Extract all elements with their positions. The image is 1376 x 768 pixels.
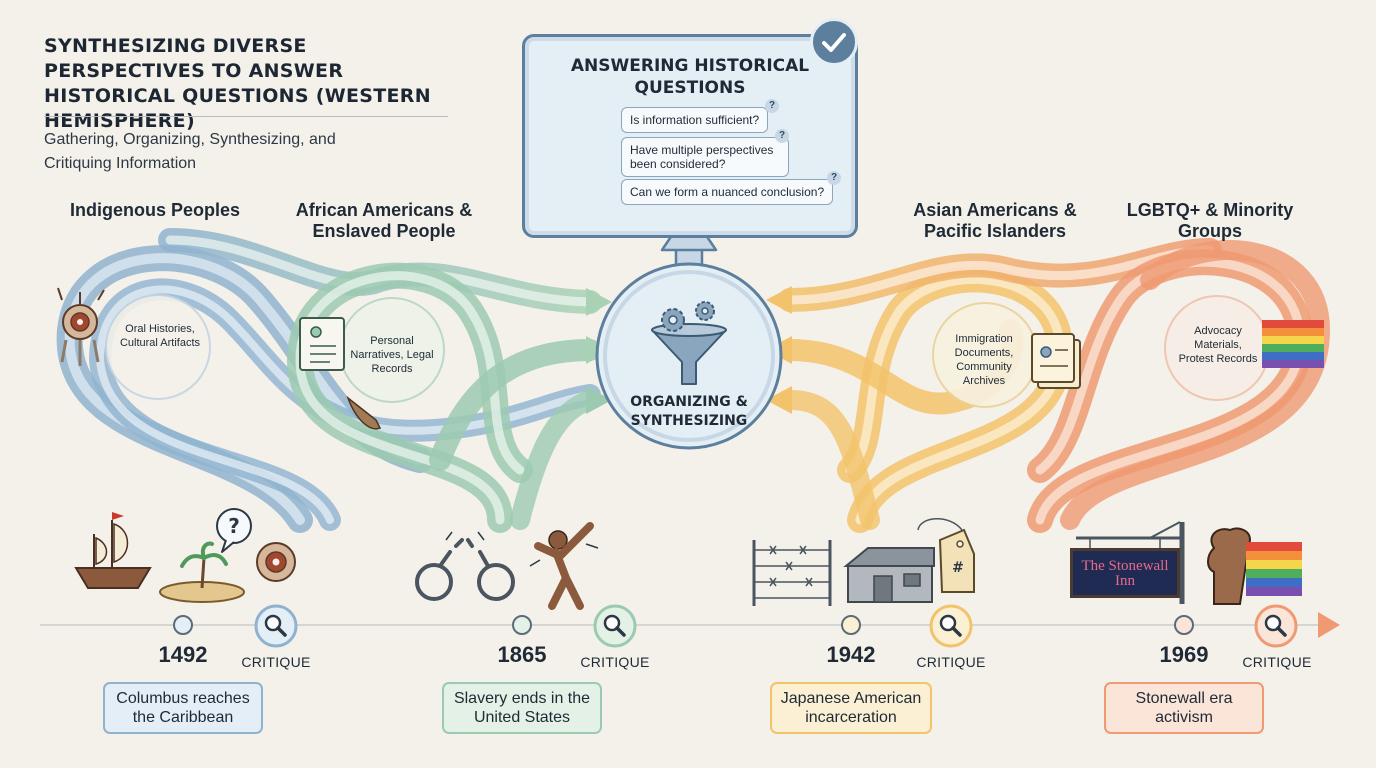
left-flow-ribbons — [56, 228, 602, 533]
rainbow-flag-small-icon — [1262, 320, 1324, 368]
hub-inner-ring — [603, 270, 775, 442]
timeline-dot — [173, 615, 193, 635]
timeline-year: 1969 — [1159, 642, 1209, 667]
timeline-event-card: Stonewall era activism — [1104, 682, 1264, 734]
arrowhead — [586, 288, 612, 316]
question-mark-badge: ? — [775, 129, 789, 143]
svg-text:#: # — [952, 560, 964, 576]
page-title: SYNTHESIZING DIVERSE PERSPECTIVES TO ANS… — [44, 35, 431, 132]
question-item: Can we form a nuanced conclusion? — [621, 179, 834, 205]
timeline-year: 1865 — [497, 642, 547, 667]
source-label-indigenous: Oral Histories, Cultural Artifacts — [119, 323, 201, 349]
barbed-wire-icon — [752, 540, 832, 606]
quill-icon — [346, 395, 382, 430]
group-heading-indigenous: Indigenous Peoples — [69, 200, 241, 220]
timeline-event-card: Japanese American incarceration — [770, 682, 932, 734]
id-tag-icon: # — [917, 518, 975, 593]
magnifier-icon — [1254, 604, 1298, 648]
title-divider — [44, 116, 448, 117]
gears-icon — [661, 301, 715, 332]
arrowhead — [586, 386, 612, 414]
raised-fist-icon — [1207, 527, 1252, 605]
ship-icon — [74, 512, 152, 589]
group-heading-asian-american: Asian Americans & Pacific Islanders — [913, 200, 1077, 241]
timeline-dot — [841, 615, 861, 635]
questions-panel-title: ANSWERING HISTORICAL QUESTIONS — [570, 56, 810, 98]
timeline-dot — [512, 615, 532, 635]
question-mark-badge: ? — [765, 99, 779, 113]
arrowhead — [766, 386, 792, 414]
question-mark-badge: ? — [827, 171, 841, 185]
critique-label: CRITIQUE — [1242, 654, 1312, 670]
rainbow-flag-icon — [1246, 542, 1302, 596]
timeline-event-card: Slavery ends in the United States — [442, 682, 602, 734]
arrowhead — [766, 286, 792, 314]
broken-shackles-icon — [415, 531, 515, 601]
hub-label: ORGANIZING & SYNTHESIZING — [630, 394, 748, 429]
id-documents-icon — [1031, 333, 1081, 389]
question-bubble-icon: ? — [216, 508, 252, 553]
critique-label: CRITIQUE — [916, 654, 986, 670]
critique-label: CRITIQUE — [580, 654, 650, 670]
stonewall-sign-icon: The Stonewall Inn — [1070, 548, 1180, 598]
sign-post-icon — [1076, 521, 1185, 604]
source-label-lgbtq: Advocacy Materials, Protest Records — [1178, 325, 1258, 365]
timeline-markers — [173, 604, 1298, 648]
question-item: Have multiple perspectives been consider… — [621, 137, 789, 177]
timeline-dot — [1174, 615, 1194, 635]
dreamcatcher-icon — [256, 542, 296, 582]
dreamcatcher-icon — [57, 287, 105, 366]
timeline-year: 1942 — [826, 642, 876, 667]
group-heading-lgbtq: LGBTQ+ & Minority Groups — [1126, 200, 1294, 241]
funnel-icon — [651, 323, 727, 385]
source-label-asian-american: Immigration Documents, Community Archive… — [954, 333, 1014, 387]
timeline-axis — [36, 612, 1340, 638]
magnifier-icon — [593, 604, 637, 648]
check-icon — [810, 18, 858, 66]
question-item: Is information sufficient? — [621, 107, 769, 133]
group-heading-african-american: African Americans & Enslaved People — [295, 200, 473, 241]
document-scroll-icon — [299, 317, 345, 371]
magnifier-icon — [929, 604, 973, 648]
timeline-event-card: Columbus reaches the Caribbean — [103, 682, 263, 734]
svg-text:?: ? — [228, 514, 240, 538]
page-subtitle: Gathering, Organizing, Synthesizing, and… — [44, 131, 336, 172]
source-circle-indigenous — [105, 294, 211, 400]
questions-panel: ANSWERING HISTORICAL QUESTIONS Is inform… — [522, 34, 858, 238]
source-label-african-american: Personal Narratives, Legal Records — [350, 335, 434, 375]
critique-label: CRITIQUE — [241, 654, 311, 670]
freed-person-icon — [529, 522, 599, 610]
magnifier-icon — [254, 604, 298, 648]
island-icon — [159, 541, 245, 603]
timeline-year: 1492 — [158, 642, 208, 667]
barracks-icon — [843, 547, 935, 603]
